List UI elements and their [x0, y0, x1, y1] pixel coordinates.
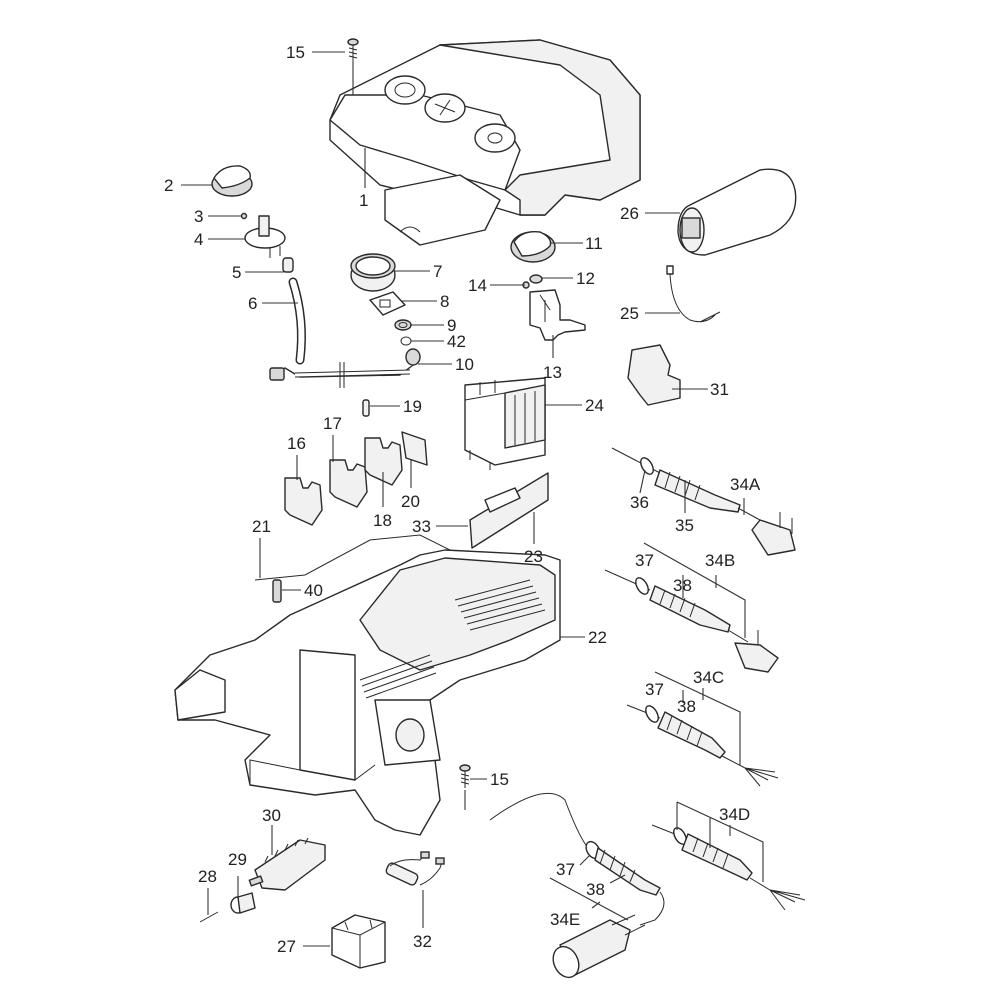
callout-labels: 15 1 2 3 4 5 6 7 8 9 42 10 11 12 14 13 2… — [164, 43, 761, 956]
callout-40: 40 — [304, 581, 323, 600]
hose — [288, 277, 306, 365]
callout-6: 6 — [248, 294, 257, 313]
callout-14: 14 — [468, 276, 487, 295]
callout-20: 20 — [401, 492, 420, 511]
callout-10: 10 — [455, 355, 474, 374]
screw-bottom — [459, 764, 471, 810]
callout-34C: 34C — [693, 668, 724, 687]
callout-21: 21 — [252, 517, 271, 536]
callout-2: 2 — [164, 176, 173, 195]
circuit-board — [469, 472, 549, 549]
callout-27: 27 — [277, 937, 296, 956]
callout-37b: 37 — [645, 680, 664, 699]
callout-42: 42 — [447, 332, 466, 351]
wire-lead — [666, 265, 721, 323]
relay — [331, 914, 386, 969]
callout-37a: 37 — [635, 551, 654, 570]
contactor — [464, 377, 546, 470]
callout-26: 26 — [620, 204, 639, 223]
cable-34A — [611, 447, 796, 556]
callout-5: 5 — [232, 263, 241, 282]
callout-8: 8 — [440, 292, 449, 311]
callout-7: 7 — [433, 262, 442, 281]
cable-34B — [604, 569, 779, 673]
callout-11: 11 — [585, 234, 603, 253]
screw-top — [347, 38, 359, 95]
thermostat-assembly — [522, 274, 586, 341]
callout-18: 18 — [373, 511, 392, 530]
callout-13: 13 — [543, 363, 562, 382]
callout-17: 17 — [323, 414, 342, 433]
callout-34A: 34A — [730, 475, 761, 494]
selector-switch-group — [199, 837, 326, 923]
callout-38c: 38 — [586, 880, 605, 899]
cable-34C — [626, 704, 779, 787]
top-cover — [329, 39, 641, 246]
callout-15b: 15 — [490, 770, 509, 789]
callout-38a: 38 — [673, 576, 692, 595]
callout-24: 24 — [585, 396, 604, 415]
callout-37c: 37 — [556, 860, 575, 879]
cable-34E — [489, 792, 665, 979]
callout-38b: 38 — [677, 697, 696, 716]
callout-31: 31 — [710, 380, 729, 399]
terminal-blocks — [284, 431, 428, 526]
lamp-ring-group — [269, 253, 421, 388]
callout-23: 23 — [524, 547, 543, 566]
callout-34D: 34D — [719, 805, 750, 824]
callout-34B: 34B — [705, 551, 735, 570]
callout-30: 30 — [262, 806, 281, 825]
knob — [211, 165, 253, 197]
callout-36: 36 — [630, 493, 649, 512]
base-housing — [174, 549, 561, 836]
cable-34D — [651, 824, 806, 911]
suppressor — [385, 851, 445, 886]
callout-3: 3 — [194, 207, 203, 226]
leader-lines — [181, 51, 764, 947]
callout-12: 12 — [576, 269, 595, 288]
switch-assembly — [240, 212, 294, 273]
callout-9: 9 — [447, 316, 456, 335]
callout-1: 1 — [359, 191, 368, 210]
link — [362, 399, 370, 417]
callout-15: 15 — [286, 43, 305, 62]
callout-33: 33 — [412, 517, 431, 536]
callout-34E: 34E — [550, 910, 580, 929]
callout-32: 32 — [413, 932, 432, 951]
callout-19: 19 — [403, 397, 422, 416]
callout-16: 16 — [287, 434, 306, 453]
callout-4: 4 — [194, 230, 203, 249]
callout-35: 35 — [675, 516, 694, 535]
capacitor — [677, 168, 797, 256]
callout-29: 29 — [228, 850, 247, 869]
thermostat-knob — [510, 231, 556, 263]
callout-22: 22 — [588, 628, 607, 647]
insulating-plate — [627, 344, 681, 406]
callout-25: 25 — [620, 304, 639, 323]
spring — [272, 579, 282, 603]
callout-28: 28 — [198, 867, 217, 886]
